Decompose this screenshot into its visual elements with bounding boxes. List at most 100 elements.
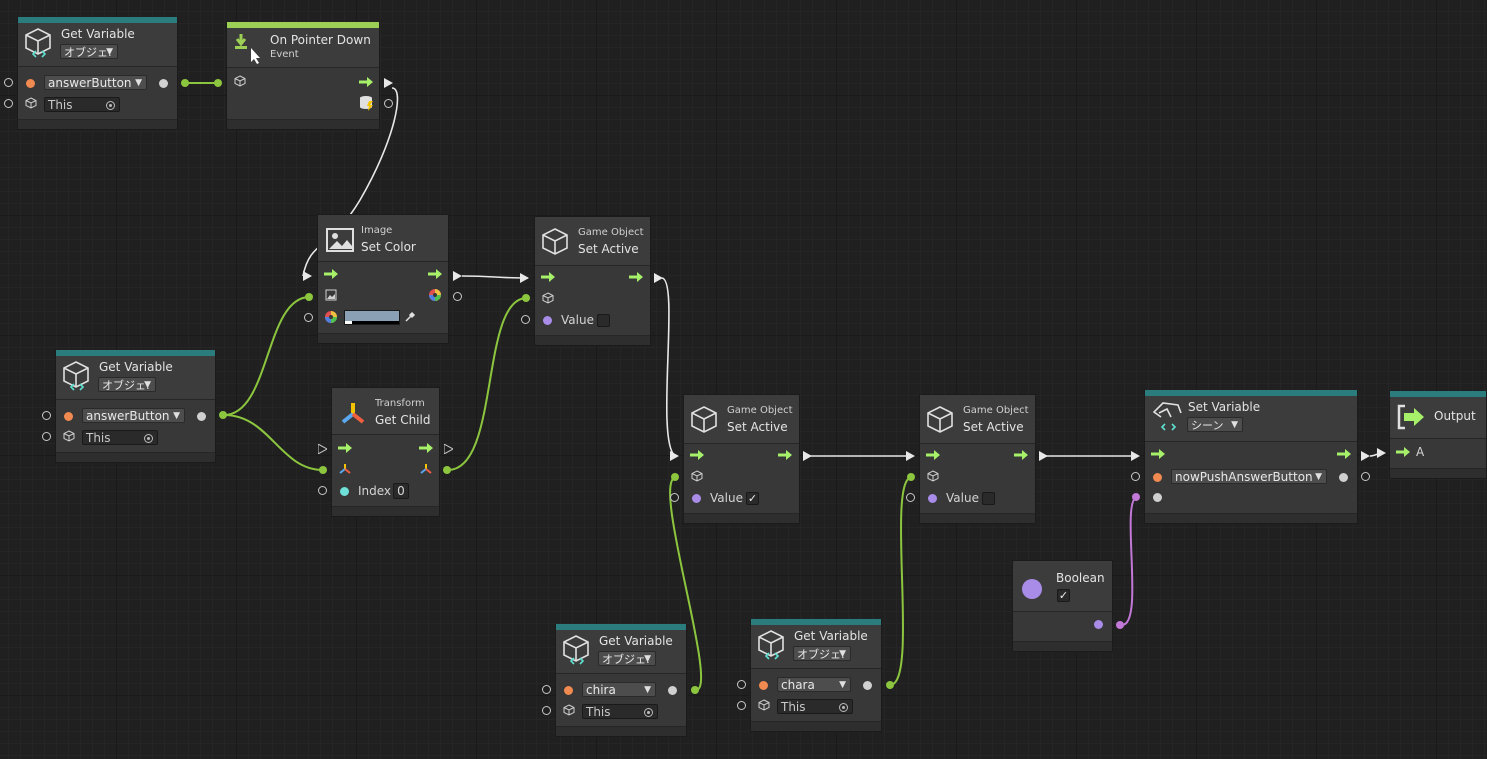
port-connector[interactable]: [319, 466, 327, 474]
transform-small-icon: [339, 464, 351, 474]
port-dot[interactable]: [26, 79, 35, 88]
color-swatch-field[interactable]: [344, 310, 400, 325]
input-port[interactable]: [42, 432, 51, 441]
flow-port[interactable]: [318, 444, 327, 454]
node-title: On Pointer Down: [270, 33, 371, 47]
port-connector[interactable]: [1132, 493, 1140, 501]
scope-dropdown[interactable]: オブジェ:▼: [598, 651, 656, 666]
set-active-node[interactable]: Game Object Set Active Value: [534, 216, 651, 346]
input-port[interactable]: [318, 486, 327, 495]
input-port[interactable]: [542, 706, 551, 715]
port-connector[interactable]: [691, 686, 699, 694]
output-port[interactable]: [863, 681, 872, 690]
port-connector[interactable]: [907, 473, 915, 481]
flow-port[interactable]: [520, 273, 529, 283]
get-variable-node[interactable]: Get Variable オブジェ:▼ answerButton▼ This: [55, 350, 216, 463]
input-port[interactable]: [542, 685, 551, 694]
output-port[interactable]: [453, 292, 462, 301]
variable-name-dropdown[interactable]: answerButton▼: [82, 408, 185, 423]
node-title: Set Color: [361, 240, 416, 254]
flow-port[interactable]: [1361, 451, 1370, 461]
output-port[interactable]: [1094, 620, 1103, 629]
input-port[interactable]: [670, 493, 679, 502]
port-connector[interactable]: [305, 293, 313, 301]
port-connector[interactable]: [214, 79, 222, 87]
set-active-node[interactable]: Game Object Set Active Value: [919, 394, 1036, 524]
input-port[interactable]: [4, 99, 13, 108]
target-field[interactable]: This: [44, 97, 120, 112]
input-port[interactable]: [737, 701, 746, 710]
get-variable-node[interactable]: Get Variable オブジェ:▼ chira▼ This: [555, 624, 687, 737]
value-port-dot[interactable]: [1153, 493, 1162, 502]
port-connector[interactable]: [219, 411, 227, 419]
game-object-icon: [691, 406, 717, 433]
variable-name-dropdown[interactable]: answerButton▼: [44, 75, 147, 90]
get-variable-node[interactable]: Get Variable オブジェ:▼ chara▼ This: [750, 619, 882, 732]
output-port[interactable]: [1339, 473, 1348, 482]
flow-port[interactable]: [1377, 448, 1386, 458]
flow-in-arrow-icon: [926, 450, 940, 460]
set-variable-node[interactable]: Set Variable シーン▼ nowPushAnswerButton▼: [1144, 390, 1358, 524]
target-field[interactable]: This: [82, 430, 158, 445]
scope-dropdown[interactable]: シーン▼: [1187, 417, 1243, 432]
port-dot[interactable]: [64, 412, 73, 421]
port-connector[interactable]: [181, 79, 189, 87]
get-variable-node[interactable]: Get Variable オブジェ:▼ answerButton▼ This: [17, 17, 178, 130]
flow-port[interactable]: [453, 271, 462, 281]
boolean-checkbox[interactable]: ✓: [1057, 589, 1070, 602]
port-dot[interactable]: [1153, 473, 1162, 482]
output-node[interactable]: Output A: [1389, 391, 1487, 479]
variable-name-dropdown[interactable]: chara▼: [777, 677, 851, 692]
port-connector[interactable]: [886, 681, 894, 689]
flow-port[interactable]: [1039, 451, 1048, 461]
flow-out-arrow-icon: [629, 272, 643, 282]
boolean-node[interactable]: Boolean ✓: [1012, 560, 1113, 652]
input-port[interactable]: [4, 78, 13, 87]
output-port[interactable]: [159, 79, 168, 88]
output-port[interactable]: [1361, 472, 1370, 481]
scene-variable-icon: [1152, 402, 1182, 431]
flow-port[interactable]: [654, 273, 663, 283]
output-port[interactable]: [384, 99, 393, 108]
port-connector[interactable]: [443, 466, 451, 474]
input-port[interactable]: [521, 315, 530, 324]
flow-port[interactable]: [906, 451, 915, 461]
target-field[interactable]: This: [582, 704, 658, 719]
set-active-node[interactable]: Game Object Set Active Value ✓: [683, 394, 800, 524]
port-connector[interactable]: [671, 473, 679, 481]
index-field[interactable]: 0: [393, 483, 409, 499]
value-checkbox[interactable]: ✓: [746, 492, 759, 505]
port-connector[interactable]: [522, 294, 530, 302]
port-dot[interactable]: [759, 681, 768, 690]
input-port[interactable]: [42, 411, 51, 420]
node-title: Get Variable: [599, 634, 673, 648]
input-port[interactable]: [906, 493, 915, 502]
value-checkbox[interactable]: [597, 314, 610, 327]
scope-dropdown[interactable]: オブジェ:▼: [98, 377, 156, 392]
input-port[interactable]: [304, 313, 313, 322]
scope-dropdown[interactable]: オブジェ:▼: [60, 44, 118, 59]
input-port[interactable]: [1131, 472, 1140, 481]
flow-port[interactable]: [803, 451, 812, 461]
flow-port[interactable]: [303, 271, 312, 281]
input-port[interactable]: [737, 680, 746, 689]
port-connector[interactable]: [1116, 621, 1124, 629]
obj-wire-getvar3-to-setactive2: [669, 476, 702, 691]
scope-dropdown[interactable]: オブジェ:▼: [793, 646, 851, 661]
flow-port[interactable]: [670, 451, 679, 461]
flow-port[interactable]: [384, 78, 393, 88]
node-category: Image: [361, 225, 393, 236]
variable-name-dropdown[interactable]: chira▼: [582, 682, 656, 697]
flow-port[interactable]: [1131, 451, 1140, 461]
output-port[interactable]: [197, 412, 206, 421]
eyedropper-icon[interactable]: [404, 311, 416, 323]
target-field[interactable]: This: [777, 699, 853, 714]
on-pointer-down-node[interactable]: On Pointer Down Event: [226, 22, 380, 130]
variable-name-dropdown[interactable]: nowPushAnswerButton▼: [1171, 469, 1327, 484]
set-color-node[interactable]: Image Set Color: [317, 214, 449, 344]
port-dot[interactable]: [564, 686, 573, 695]
value-checkbox[interactable]: [982, 492, 995, 505]
flow-port[interactable]: [444, 444, 453, 454]
get-child-node[interactable]: Transform Get Child Index 0: [331, 387, 440, 517]
output-port[interactable]: [668, 686, 677, 695]
